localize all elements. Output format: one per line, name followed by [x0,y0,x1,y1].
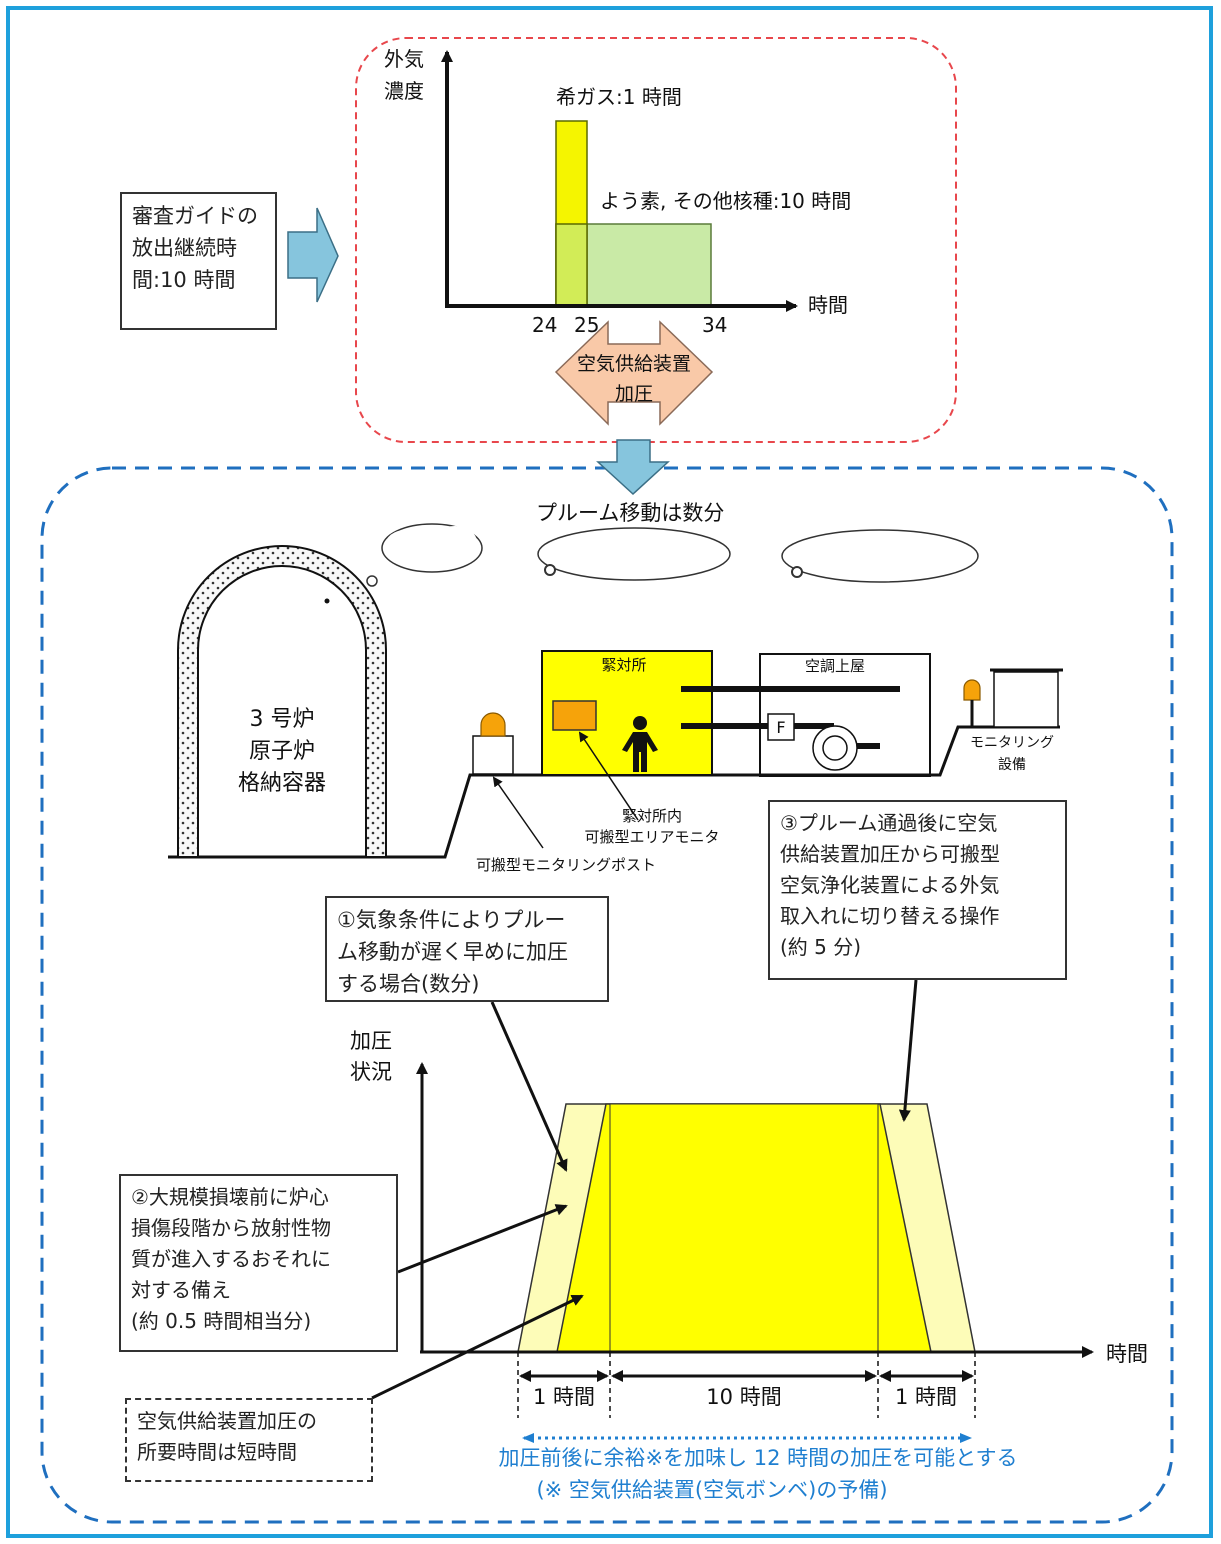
containment-outer-wall [177,545,387,858]
note1-line-1: ①気象条件によりプルー [337,908,566,932]
monitoring-lamp [963,679,981,701]
note2-line-4: 対する備え [131,1278,231,1302]
aircon-label: 空調上屋 [805,657,865,675]
top-chart: 外気 濃度 時間 希ガス:1 時間 よう素, その他核種:10 時間 24 25… [384,47,851,337]
note4-line-2: 所要時間は短時間 [137,1440,297,1464]
cloud-1 [381,523,483,573]
span-label-3: 1 時間 [895,1385,957,1409]
guide-box-line-1: 審査ガイドの [132,204,258,228]
pressurize-label-2: 加圧 [615,383,653,405]
top-x-label: 時間 [808,293,848,317]
note2-line-5: (約 0.5 時間相当分) [131,1309,312,1333]
person-icon [622,716,658,772]
guide-box-line-2: 放出継続時 [132,236,237,260]
span-label-1: 1 時間 [533,1385,595,1409]
note3-line-1: ③プルーム通過後に空気 [780,811,998,835]
reactor-label-1: 3 号炉 [250,707,315,732]
note3-line-3: 空気浄化装置による外気 [780,873,1000,897]
monitoring-post-pointer [492,776,544,849]
outer-frame [6,6,1213,1538]
tick-25: 25 [574,313,599,337]
noble-gas-label: 希ガス:1 時間 [556,85,682,109]
aircon-building [759,653,931,777]
pressurize-double-arrow [554,320,714,426]
note1-box: ①気象条件によりプルー ム移動が遅く早めに加圧 する場合(数分) [325,896,609,1002]
cloud-3-swirl [791,566,803,578]
plume-text: プルーム移動は数分 [536,501,724,525]
overlap-bar [555,223,588,307]
footer-line-2: (※ 空気供給装置(空気ボンベ)の予備) [536,1478,887,1502]
guide-box: 審査ガイドの 放出継続時 間:10 時間 [120,192,277,330]
note4-pointer [371,1294,584,1400]
note1-pointer [490,1001,568,1172]
pressurize-label-1: 空気供給装置 [577,353,691,375]
note1-line-3: する場合(数分) [337,972,480,996]
area-monitor-label-1: 緊対所内 [622,807,682,825]
note2-line-1: ②大規模損壊前に炉心 [131,1185,329,1209]
note4-line-1: 空気供給装置加圧の [137,1409,317,1433]
containment-dot-small [324,598,330,604]
tick-34: 34 [702,313,727,337]
bottom-chart: 加圧 状況 時間 1 時間 10 時間 1 時間 [350,1029,1148,1443]
cloud-2-swirl [544,564,556,576]
span-label-2: 10 時間 [706,1385,781,1409]
bottom-x-label: 時間 [1106,1342,1148,1366]
fan-outer [812,725,858,771]
note4-box: 空気供給装置加圧の 所要時間は短時間 [125,1398,373,1482]
note3-box: ③プルーム通過後に空気 供給装置加圧から可搬型 空気浄化装置による外気 取入れに… [768,800,1067,980]
note3-line-5: (約 5 分) [780,935,862,959]
note2-box: ②大規模損壊前に炉心 損傷段階から放射性物 質が進入するおそれに 対する備え (… [119,1174,398,1352]
monitoring-post-label: 可搬型モニタリングポスト [476,856,656,874]
monitoring-shed [993,671,1059,728]
iodine-label: よう素, その他核種:10 時間 [600,189,851,213]
area-monitor-label-2: 可搬型エリアモニタ [584,828,719,846]
emergency-room-label: 緊対所 [601,656,646,674]
note3-line-2: 供給装置加圧から可搬型 [780,842,1000,866]
footer-line-1: 加圧前後に余裕※を加味し 12 時間の加圧を可能とする [498,1446,1017,1470]
containment-dot [366,575,378,587]
top-y-label-1: 外気 [384,47,424,71]
tick-24: 24 [532,313,557,337]
guide-box-line-3: 間:10 時間 [132,268,236,292]
fan-inner [822,735,848,761]
reactor-label-3: 格納容器 [238,771,326,796]
main-pressurize-block [609,1103,879,1353]
cloud-3 [781,529,979,583]
top-y-label-2: 濃度 [384,79,424,103]
reactor-label-2: 原子炉 [249,739,315,764]
guide-arrow [287,207,339,303]
filter-letter: F [776,718,785,737]
monitoring-post-body [472,735,514,775]
monitoring-post-lamp [480,712,506,737]
area-monitor [552,700,597,731]
bottom-y-label-2: 状況 [350,1060,392,1084]
monitoring-label-1: モニタリング [970,735,1054,751]
filter-box [767,713,795,741]
note2-line-2: 損傷段階から放射性物 [131,1216,331,1240]
cloud-2 [537,527,731,581]
note2-pointer [397,1204,568,1274]
monitoring-label-2: 設備 [998,757,1026,773]
note2-line-3: 質が進入するおそれに [131,1247,331,1271]
note1-line-2: ム移動が遅く早めに加圧 [337,940,568,964]
down-arrow [596,439,670,496]
area-monitor-pointer [578,731,639,821]
note3-line-4: 取入れに切り替える操作 [780,904,1000,928]
bottom-y-label-1: 加圧 [350,1029,392,1053]
note3-pointer [898,979,918,1122]
